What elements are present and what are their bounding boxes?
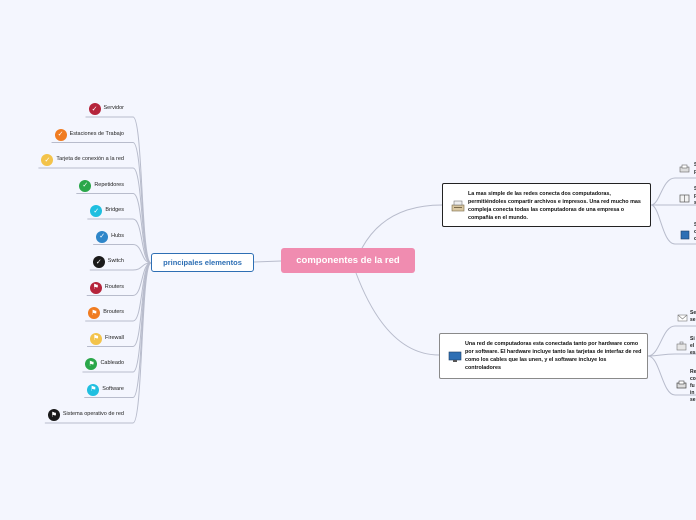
list-item-label: Hubs	[111, 232, 124, 239]
item-connector	[132, 218, 152, 264]
card2-text: Una red de computadoras esta conectada t…	[465, 341, 642, 371]
check-icon: ✓	[41, 154, 54, 166]
check-icon: ✓	[92, 256, 105, 268]
list-item-label: Software	[102, 385, 124, 392]
list-item-label: Switch	[107, 258, 124, 264]
monitor-icon	[448, 351, 462, 362]
check-icon: ✓	[96, 230, 109, 243]
list-item[interactable]: Sistema operativo de red⚑	[0, 409, 140, 423]
item-connector	[132, 142, 152, 264]
blue-book-icon	[680, 230, 690, 240]
item-connector	[132, 262, 152, 424]
check-icon: ✓	[88, 103, 101, 115]
list-item-label: Sistema operativo de red	[62, 411, 124, 417]
list-item[interactable]: Brouters⚑	[0, 307, 140, 321]
flag-icon: ⚑	[85, 358, 98, 370]
list-item[interactable]: Software⚑	[0, 383, 140, 398]
flag-icon: ⚑	[47, 409, 60, 421]
list-item[interactable]: Routers⚑	[0, 281, 140, 296]
cash-register-icon	[451, 200, 465, 212]
branch-principales-elementos[interactable]: principales elementos	[151, 253, 254, 272]
flag-icon: ⚑	[88, 307, 101, 319]
list-item-label: Estaciones de Trabajo	[69, 130, 124, 137]
list-item[interactable]: Bridges✓	[0, 205, 140, 219]
list-item-label: Tarjeta de conexión a la red	[56, 156, 124, 162]
envelope-icon	[677, 314, 688, 322]
card1-text: La mas simple de las redes conecta dos c…	[468, 191, 641, 221]
item-connector	[132, 167, 152, 264]
printer-icon	[679, 164, 690, 173]
check-icon: ✓	[90, 205, 103, 217]
connector-center-card2	[355, 272, 440, 356]
connector-center-card1	[361, 204, 443, 249]
list-item-label: Repetidores	[94, 181, 124, 188]
list-item-label: Cableado	[100, 360, 124, 366]
topic-card-red-hardware-software[interactable]: Una red de computadoras esta conectada t…	[439, 333, 648, 379]
item-connector	[132, 244, 152, 264]
briefcase-icon	[676, 341, 687, 351]
connector-center-branch	[253, 260, 282, 263]
topic-card-red-simple[interactable]: La mas simple de las redes conecta dos c…	[442, 183, 651, 227]
list-item[interactable]: Switch✓	[0, 256, 140, 270]
list-item[interactable]: Hubs✓	[0, 230, 140, 245]
central-topic-label: componentes de la red	[296, 255, 400, 266]
book-icon	[679, 194, 690, 203]
list-item[interactable]: Servidor✓	[0, 103, 140, 117]
branch-label: principales elementos	[163, 258, 242, 267]
list-item[interactable]: Estaciones de Trabajo✓	[0, 128, 140, 143]
flag-icon: ⚑	[90, 332, 103, 345]
flag-icon: ⚑	[87, 383, 100, 396]
flag-icon: ⚑	[89, 281, 102, 294]
list-item[interactable]: Cableado⚑	[0, 358, 140, 372]
list-item-label: Brouters	[103, 309, 124, 315]
list-item[interactable]: Firewall⚑	[0, 332, 140, 347]
list-item-label: Bridges	[105, 207, 124, 213]
central-topic[interactable]: componentes de la red	[281, 248, 415, 273]
check-icon: ✓	[54, 128, 67, 141]
printer-icon	[676, 380, 687, 389]
list-item-label: Servidor	[103, 105, 124, 111]
check-icon: ✓	[79, 179, 92, 192]
list-item[interactable]: Tarjeta de conexión a la red✓	[0, 154, 140, 168]
list-item-label: Routers	[104, 283, 124, 290]
list-item-label: Firewall	[105, 334, 124, 341]
list-item[interactable]: Repetidores✓	[0, 179, 140, 194]
